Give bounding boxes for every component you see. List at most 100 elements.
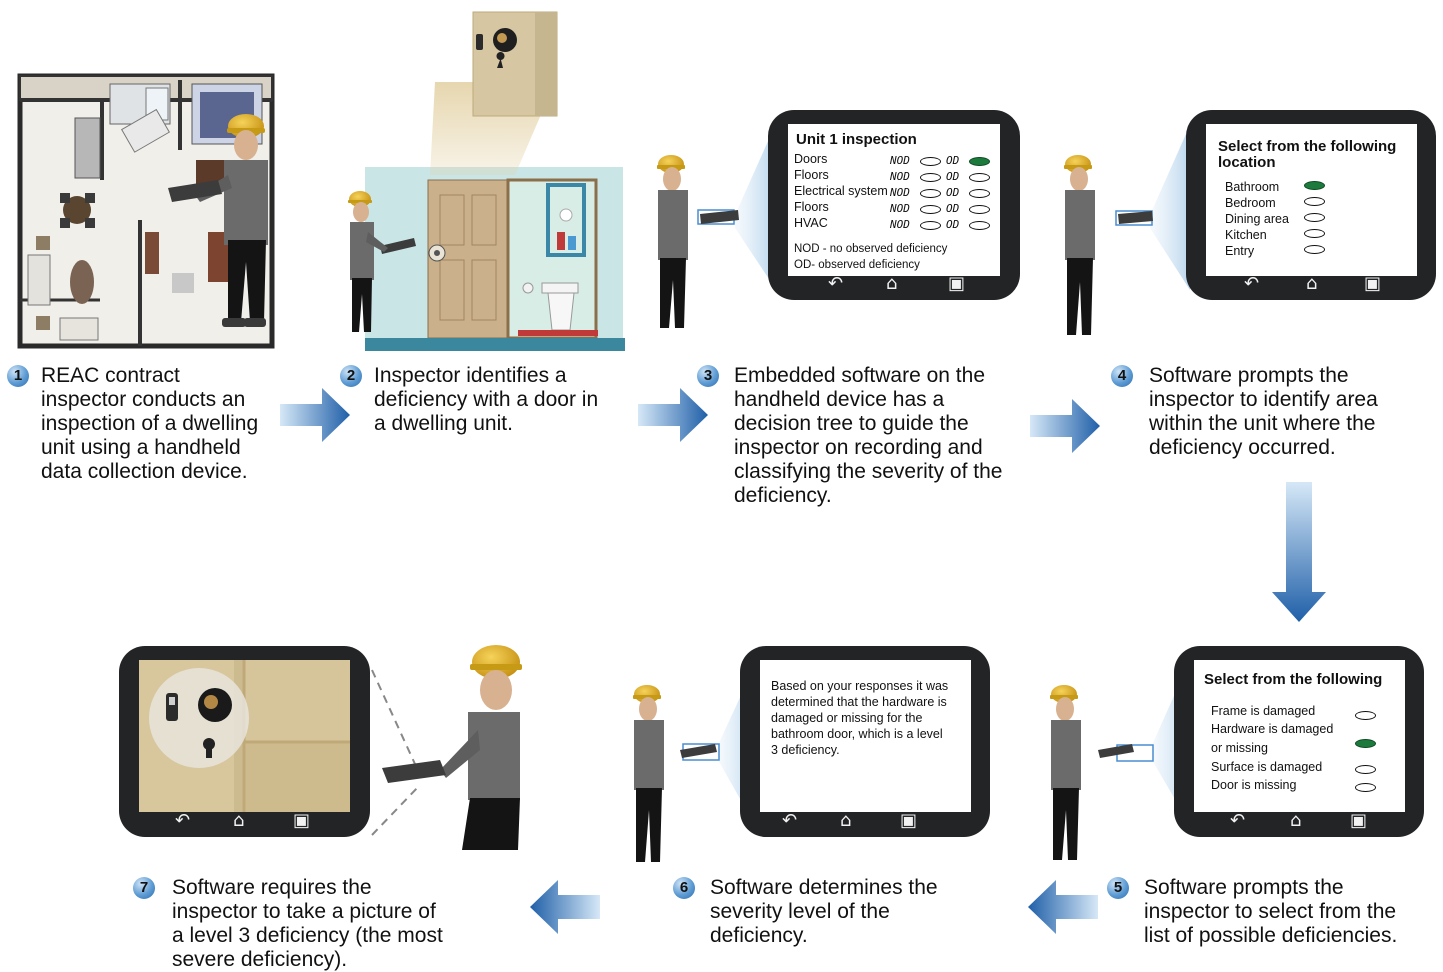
- home-icon[interactable]: ⌂: [1290, 810, 1302, 831]
- home-icon[interactable]: ⌂: [1306, 273, 1318, 294]
- home-icon[interactable]: ⌂: [233, 810, 245, 831]
- od-radio-selected[interactable]: [969, 157, 990, 166]
- recent-apps-icon[interactable]: ▣: [948, 273, 966, 294]
- arrow-6-to-7: [530, 880, 600, 934]
- nod-radio[interactable]: [920, 189, 941, 198]
- back-icon[interactable]: ↶: [782, 810, 798, 831]
- step-line: inspector on recording and: [734, 436, 983, 459]
- step-line: inspector to identify area: [1149, 388, 1378, 411]
- nod-label: NOD: [890, 154, 910, 167]
- step-7: 7 Software requires the inspector to tak…: [133, 876, 463, 971]
- location-radio-selected[interactable]: [1304, 181, 1325, 190]
- step-1: 1 REAC contract inspector conducts an in…: [7, 364, 277, 494]
- inspector-figure-6: [633, 685, 720, 862]
- deficiency-radio-selected[interactable]: [1355, 739, 1376, 748]
- od-label: OD: [946, 154, 960, 167]
- projection-beam-3: [735, 130, 773, 285]
- home-icon[interactable]: ⌂: [840, 810, 852, 831]
- od-radio[interactable]: [969, 205, 990, 214]
- location-option[interactable]: Kitchen: [1225, 228, 1267, 242]
- step-number-badge: 6: [673, 877, 695, 899]
- result-line: bathroom door, which is a level: [771, 727, 943, 741]
- location-option[interactable]: Bedroom: [1225, 196, 1276, 210]
- step-number-badge: 1: [7, 365, 29, 387]
- deficiency-option[interactable]: Door is missing: [1211, 778, 1297, 792]
- result-line: Based on your responses it was: [771, 679, 949, 693]
- deficiency-radio[interactable]: [1355, 711, 1376, 720]
- inspector-figure-5: [1050, 685, 1154, 860]
- step-number-badge: 5: [1107, 877, 1129, 899]
- location-option[interactable]: Dining area: [1225, 212, 1289, 226]
- deficiency-option[interactable]: Surface is damaged: [1211, 760, 1323, 774]
- od-radio[interactable]: [969, 221, 990, 230]
- step-description: Embedded software on the handheld device…: [734, 364, 1002, 508]
- back-icon[interactable]: ↶: [828, 273, 844, 294]
- step-description: REAC contract inspector conducts an insp…: [41, 364, 258, 484]
- location-option[interactable]: Bathroom: [1225, 180, 1280, 194]
- deficiency-option[interactable]: Hardware is damaged: [1211, 722, 1334, 736]
- door-photo: [139, 660, 350, 812]
- home-icon[interactable]: ⌂: [886, 273, 898, 294]
- location-radio[interactable]: [1304, 197, 1325, 206]
- nod-radio[interactable]: [920, 221, 941, 230]
- back-icon[interactable]: ↶: [1244, 273, 1260, 294]
- deficiency-option-line2[interactable]: or missing: [1211, 741, 1268, 755]
- od-label: OD: [946, 202, 960, 215]
- recent-apps-icon[interactable]: ▣: [293, 810, 311, 831]
- step-line: inspector conducts an: [41, 388, 246, 411]
- step-3: 3 Embedded software on the handheld devi…: [697, 364, 1017, 514]
- step-line: Software prompts the: [1149, 364, 1349, 387]
- location-radio[interactable]: [1304, 229, 1325, 238]
- step-description: Inspector identifies a deficiency with a…: [374, 364, 598, 436]
- deficiency-radio[interactable]: [1355, 783, 1376, 792]
- tablet-navbar: ↶ ⌂ ▣: [1186, 274, 1436, 294]
- back-icon[interactable]: ↶: [1230, 810, 1246, 831]
- step-description: Software requires the inspector to take …: [172, 876, 443, 972]
- od-label: OD: [946, 170, 960, 183]
- recent-apps-icon[interactable]: ▣: [900, 810, 918, 831]
- step-line: a dwelling unit.: [374, 412, 513, 435]
- arrow-5-to-6: [1028, 880, 1098, 934]
- tablet-unit-inspection: Unit 1 inspection Doors NOD OD Floors NO…: [768, 110, 1020, 300]
- row-label: Floors: [794, 168, 829, 182]
- door-scene-illustration: [365, 11, 625, 351]
- step-line: deficiency.: [734, 484, 832, 507]
- step-description: Software prompts the inspector to identi…: [1149, 364, 1378, 460]
- tablet-navbar: ↶ ⌂ ▣: [740, 811, 990, 831]
- row-label: Floors: [794, 200, 829, 214]
- step-line: unit using a handheld: [41, 436, 241, 459]
- step-number-badge: 3: [697, 365, 719, 387]
- step-line: Software determines the: [710, 876, 938, 899]
- step-number-badge: 4: [1111, 365, 1133, 387]
- tablet-screen: Select from the following location Bathr…: [1206, 124, 1417, 276]
- dashed-line-bottom: [371, 784, 421, 836]
- screen-title-line1: Select from the following: [1218, 138, 1397, 155]
- od-label: OD: [946, 186, 960, 199]
- location-option[interactable]: Entry: [1225, 244, 1255, 258]
- tablet-select-location: Select from the following location Bathr…: [1186, 110, 1436, 300]
- step-line: inspector to take a picture of: [172, 900, 436, 923]
- location-radio[interactable]: [1304, 213, 1325, 222]
- back-icon[interactable]: ↶: [175, 810, 191, 831]
- deficiency-option[interactable]: Frame is damaged: [1211, 704, 1316, 718]
- result-line: determined that the hardware is: [771, 695, 947, 709]
- step-line: data collection device.: [41, 460, 248, 483]
- recent-apps-icon[interactable]: ▣: [1350, 810, 1368, 831]
- tablet-camera: ↶ ⌂ ▣: [119, 646, 370, 837]
- result-line: damaged or missing for the: [771, 711, 923, 725]
- step-line: within the unit where the: [1149, 412, 1376, 435]
- legend-nod: NOD - no observed deficiency: [794, 243, 948, 255]
- nod-radio[interactable]: [920, 173, 941, 182]
- row-label: Electrical system: [794, 184, 888, 198]
- deficiency-radio[interactable]: [1355, 765, 1376, 774]
- od-radio[interactable]: [969, 173, 990, 182]
- nod-radio[interactable]: [920, 205, 941, 214]
- location-radio[interactable]: [1304, 245, 1325, 254]
- nod-label: NOD: [890, 202, 910, 215]
- od-radio[interactable]: [969, 189, 990, 198]
- nod-radio[interactable]: [920, 157, 941, 166]
- step-5: 5 Software prompts the inspector to sele…: [1107, 876, 1417, 956]
- recent-apps-icon[interactable]: ▣: [1364, 273, 1382, 294]
- inspector-figure-2: [348, 191, 416, 332]
